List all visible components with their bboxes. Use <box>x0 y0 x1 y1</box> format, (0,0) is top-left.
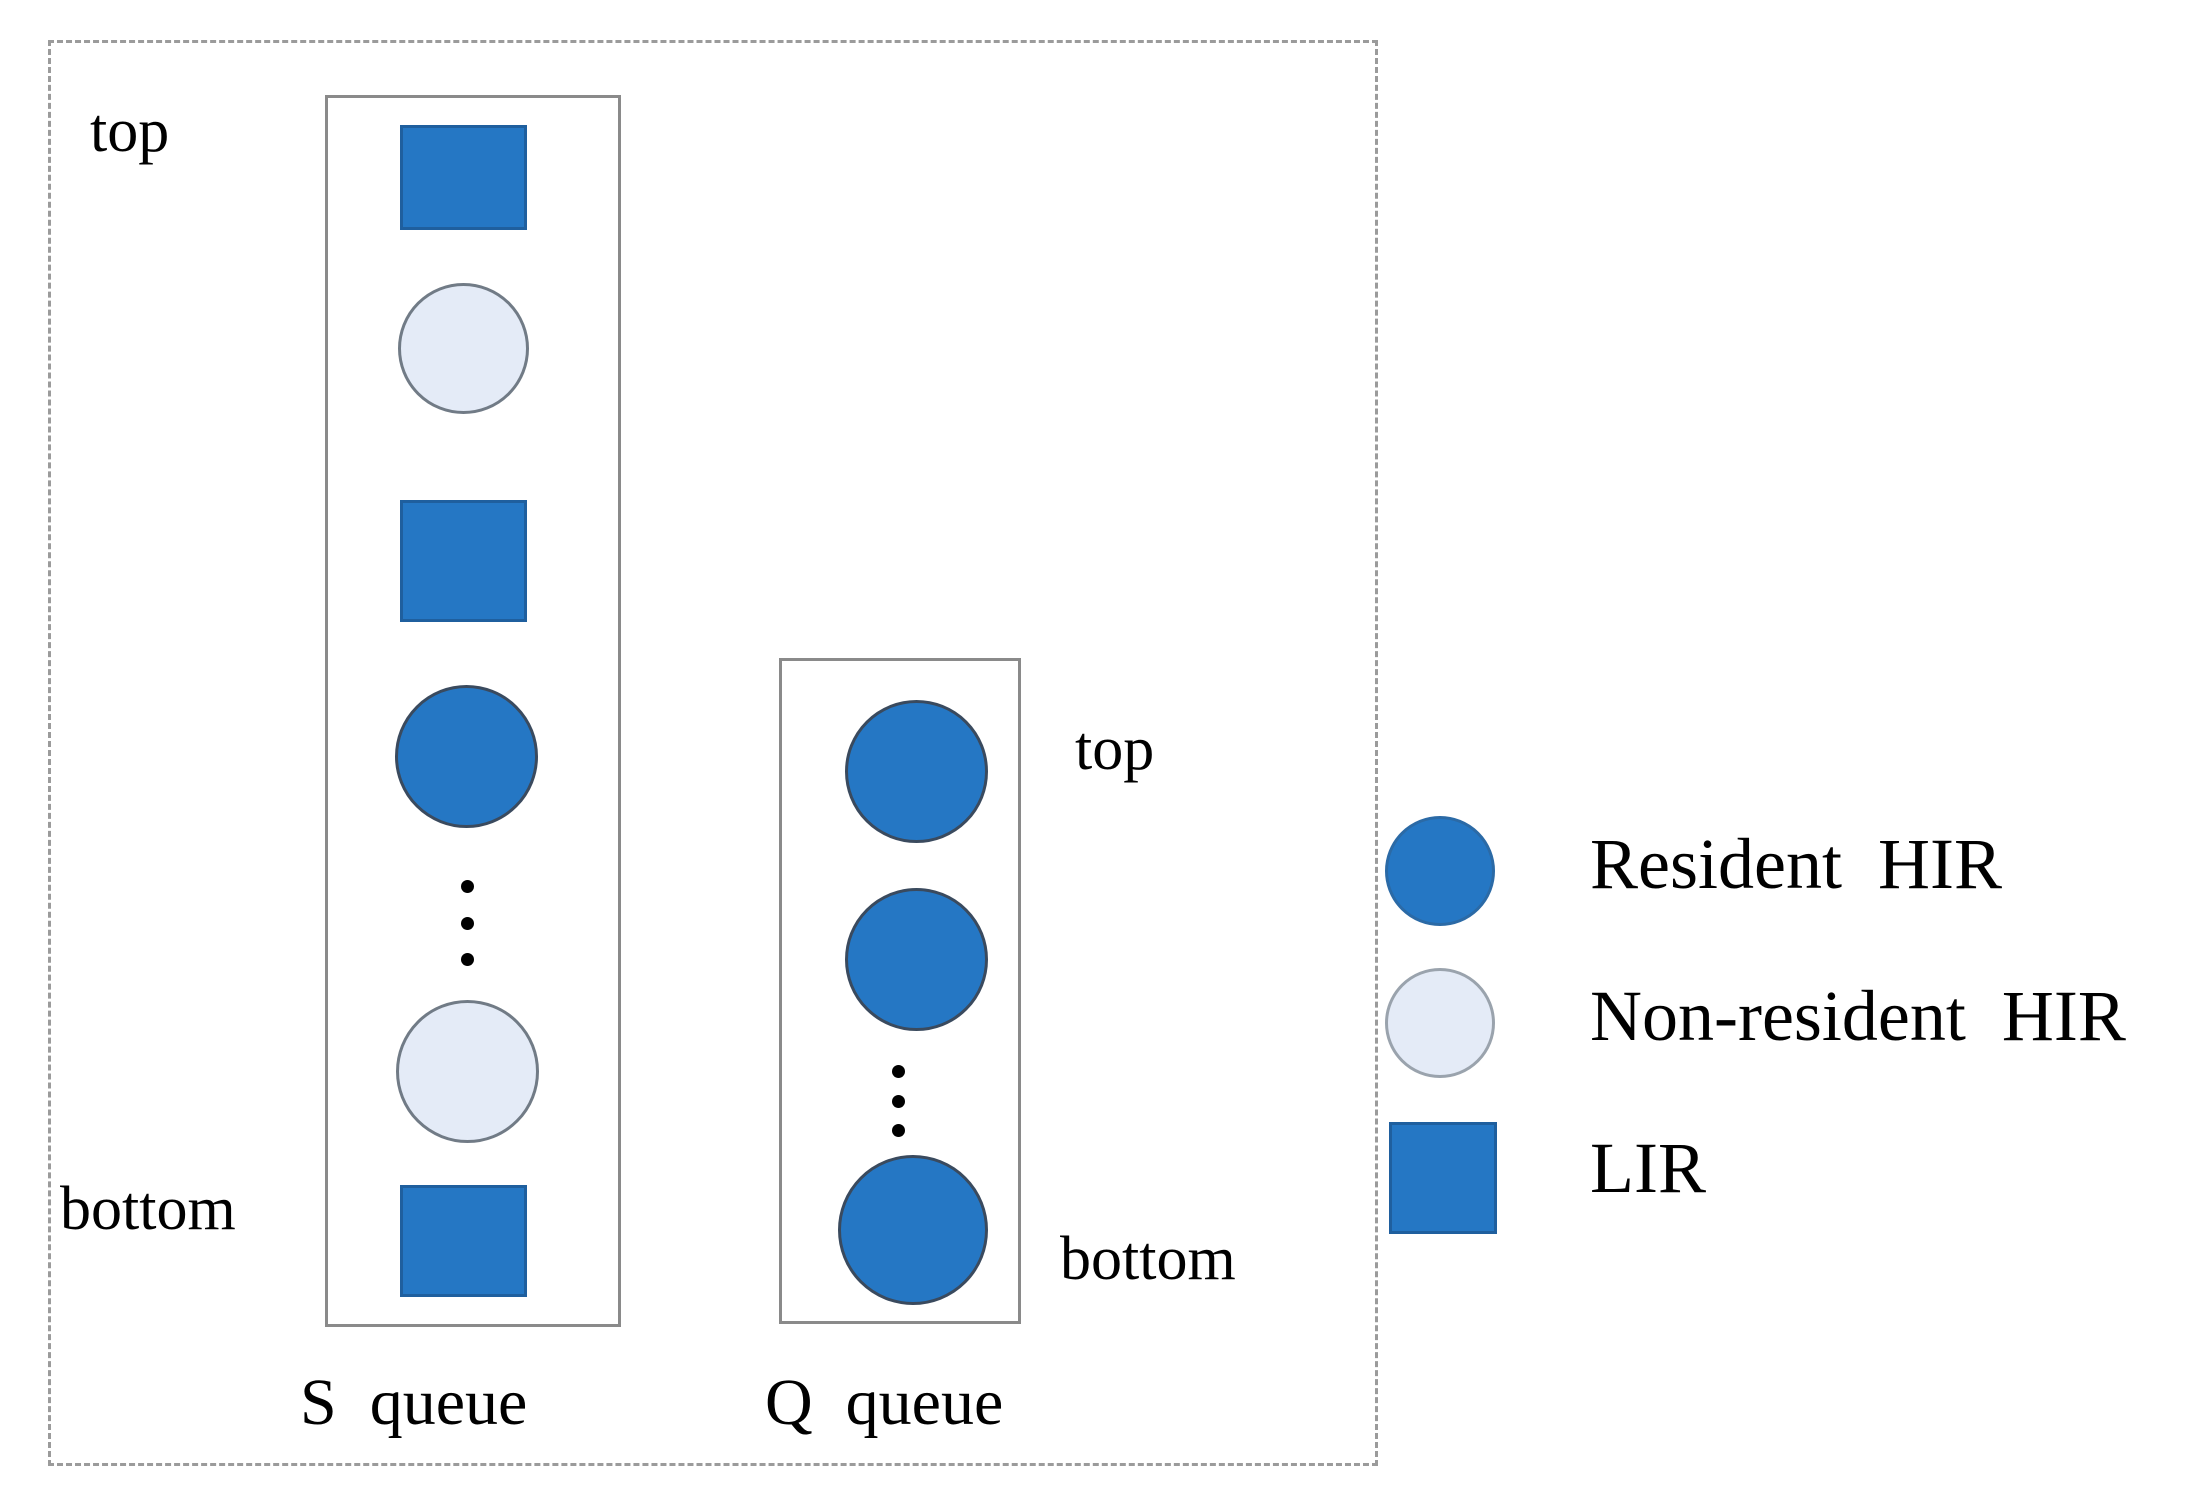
s-queue-ellipsis <box>459 880 475 966</box>
resident-hir-circle-icon <box>1385 816 1495 926</box>
ellipsis-dot <box>460 916 474 930</box>
q-queue-caption: Q queue <box>765 1366 1004 1439</box>
lir-square-icon <box>1389 1122 1497 1234</box>
s-queue-item-non-resident-hir-2 <box>396 1000 539 1143</box>
q-queue-item-resident-hir-2 <box>845 888 988 1031</box>
s-queue-item-resident-hir-1 <box>395 685 538 828</box>
non-resident-hir-circle-icon <box>1385 968 1495 1078</box>
ellipsis-dot <box>891 1094 905 1108</box>
s-queue-item-non-resident-hir-1 <box>398 283 529 414</box>
ellipsis-dot <box>891 1124 905 1137</box>
q-queue-top-label: top <box>1075 715 1155 783</box>
s-queue-caption: S queue <box>300 1366 528 1439</box>
legend-label-non-resident-hir: Non-resident HIR <box>1590 976 2126 1056</box>
ellipsis-dot <box>460 953 474 966</box>
legend-label-resident-hir: Resident HIR <box>1590 824 2002 904</box>
s-queue-item-lir-2 <box>400 500 527 622</box>
ellipsis-dot <box>460 880 474 893</box>
s-queue-item-lir-1 <box>400 125 527 230</box>
q-queue-item-resident-hir-1 <box>845 700 988 843</box>
q-queue-bottom-label: bottom <box>1060 1225 1236 1293</box>
ellipsis-dot <box>891 1065 905 1078</box>
s-queue-item-lir-3 <box>400 1185 527 1297</box>
s-queue-bottom-label: bottom <box>60 1175 236 1243</box>
s-queue-top-label: top <box>90 97 170 165</box>
legend-label-lir: LIR <box>1590 1128 1706 1208</box>
diagram-outer-frame <box>48 40 1378 1466</box>
q-queue-item-resident-hir-3 <box>838 1155 988 1305</box>
q-queue-ellipsis <box>890 1065 906 1137</box>
